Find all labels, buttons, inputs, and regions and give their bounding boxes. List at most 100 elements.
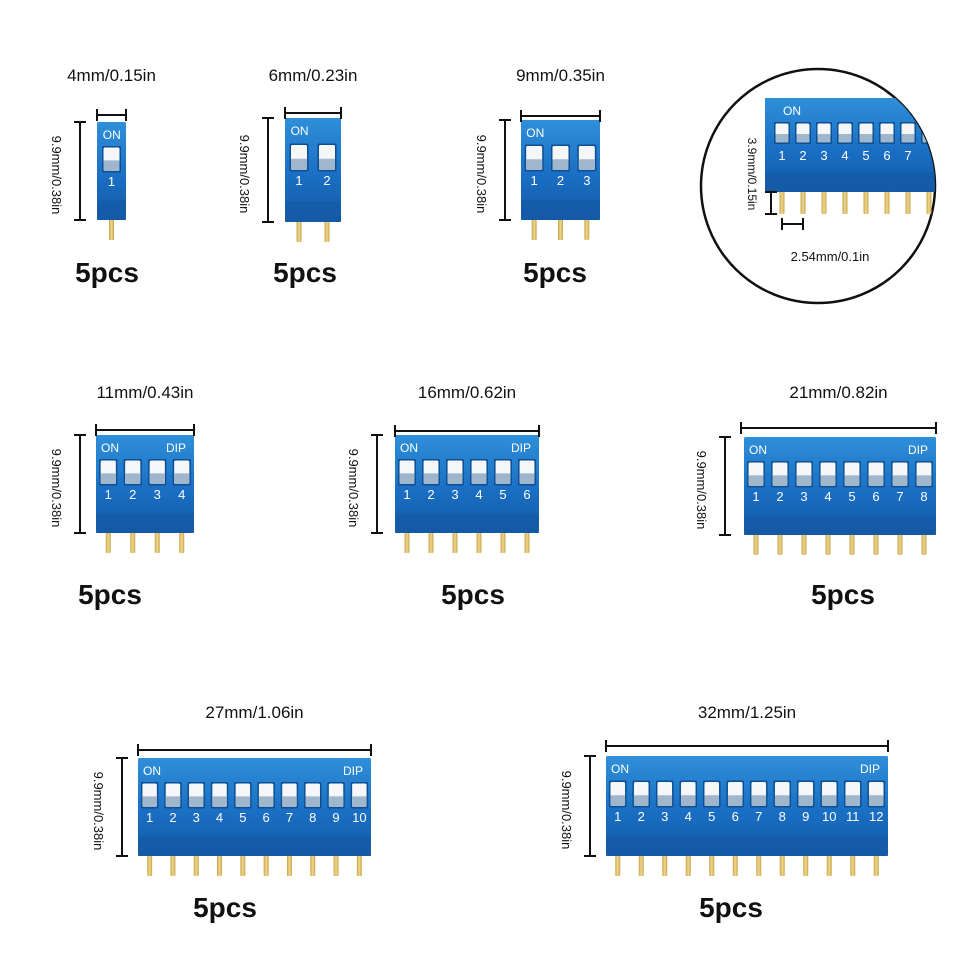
switch-actuator-shade [149,473,165,484]
switch-number: 1 [295,173,302,188]
pin [926,190,932,214]
quantity-label: 5pcs [78,579,142,610]
width-dimension: 6mm/0.23in [269,66,358,119]
on-label: ON [103,128,121,142]
switch-actuator-shade [526,159,543,170]
switch-actuator-shade [774,795,790,806]
body-base-shade [285,201,341,222]
switch-number: 10 [352,810,366,825]
switch-number: 1 [752,489,759,504]
pin [263,852,269,876]
switch-body [96,435,194,533]
pin [779,852,785,876]
pin [850,852,856,876]
quantity-label: 5pcs [441,579,505,610]
switch-actuator-shade [751,795,767,806]
switch-actuator-shade [125,473,141,484]
switch-number: 1 [105,487,112,502]
switch-actuator-shade [772,475,788,486]
switch-number: 3 [154,487,161,502]
switch-actuator-shade [552,159,569,170]
pin [356,852,362,876]
switch-actuator-shade [775,134,789,143]
height-dimension: 9.9mm/0.38in [694,436,731,536]
pin [584,216,590,240]
pin [217,852,223,876]
switch-number: 2 [323,173,330,188]
switch-number: 6 [523,487,530,502]
switch-actuator-shade [798,795,814,806]
switch-actuator-shade [174,473,190,484]
body-base-shade [765,171,935,192]
pin [476,529,482,553]
pin [863,190,869,214]
switch-actuator-shade [328,796,344,807]
switch-actuator-shade [447,473,463,484]
switch-actuator-shade [633,795,649,806]
pin [452,529,458,553]
switch-number: 9 [332,810,339,825]
dip-label: DIP [860,762,880,776]
switch-actuator-shade [845,795,861,806]
width-label: 6mm/0.23in [269,66,358,85]
pin [801,531,807,555]
switch-number: 1 [108,174,115,189]
switch-number: 7 [904,148,911,163]
pin [709,852,715,876]
switch-actuator-shade [901,134,915,143]
switch-number: 2 [557,173,564,188]
switch-number: 2 [799,148,806,163]
switch-actuator-shade [495,473,511,484]
switch-number: 8 [779,809,786,824]
pin [524,529,530,553]
switch-actuator-shade [727,795,743,806]
switch-number: 5 [499,487,506,502]
pin [310,852,316,876]
pin [756,852,762,876]
pin [105,529,111,553]
switch-actuator-shade [796,475,812,486]
pin [873,852,879,876]
switch-actuator-shade [291,158,307,170]
switch-actuator-shade [657,795,673,806]
width-label: 32mm/1.25in [698,703,796,722]
pin [615,852,621,876]
switch-actuator-shade [282,796,297,807]
pin [109,216,114,240]
pin [803,852,809,876]
pin [531,216,537,240]
switch-actuator-shade [305,796,320,807]
quantity-label: 5pcs [193,892,257,923]
body-base-shade [395,513,539,533]
pin [873,531,879,555]
pin [826,852,832,876]
switch-body [606,756,888,856]
on-label: ON [783,104,801,118]
dip-label: DIP [511,441,531,455]
height-dimension: 9.9mm/0.38in [91,757,128,857]
body-base-shade [744,515,936,535]
height-label: 9.9mm/0.38in [346,449,361,528]
switch-actuator-shade [868,795,884,806]
switch-number: 4 [216,810,223,825]
switch-actuator-shade [610,795,626,806]
switch-number: 3 [820,148,827,163]
pin [921,531,927,555]
switch-actuator-shade [423,473,439,484]
switch-number: 2 [776,489,783,504]
switch-actuator-shade [519,473,535,484]
switch-actuator-shade [704,795,720,806]
height-label: 9.9mm/0.38in [237,135,252,214]
switch-actuator-shade [165,796,181,807]
switch-actuator-shade [680,795,696,806]
switch-actuator-shade [319,158,335,170]
width-label: 27mm/1.06in [205,703,303,722]
width-dimension: 32mm/1.25in [605,703,889,752]
switch-number: 7 [896,489,903,504]
